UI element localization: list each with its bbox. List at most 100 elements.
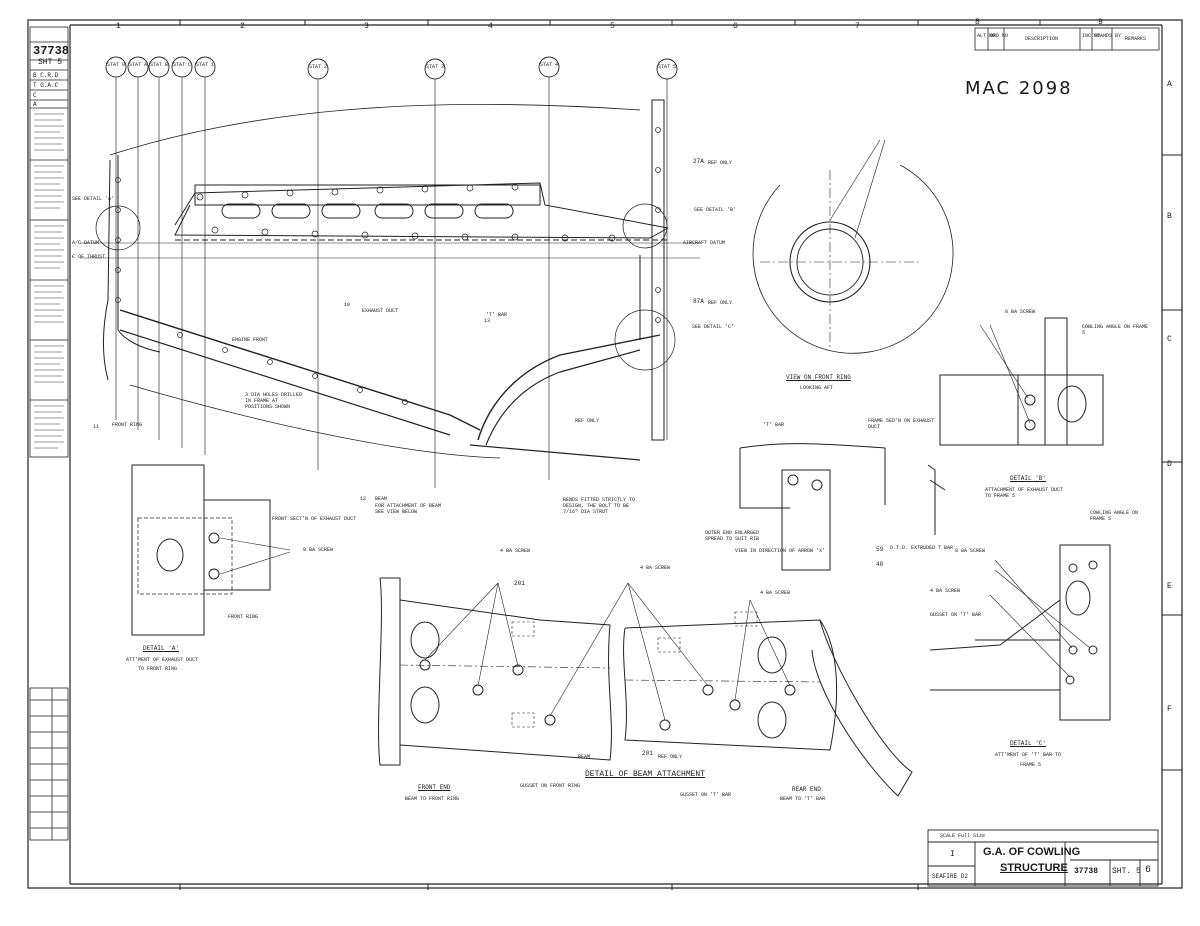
label-screw-c2: 4 BA SCREW (930, 588, 961, 594)
col-num-5: 5 (610, 22, 615, 31)
station-label-0: STAT 0 (107, 62, 126, 68)
title-block (927, 829, 1159, 887)
rev-header-desc: DESCRIPTION (1025, 36, 1059, 42)
col-num-4: 4 (488, 22, 493, 31)
label-gusset-front-ring: GUSSET ON FRONT RING (520, 783, 581, 789)
label-gusset-t-bar-2: GUSSET ON 'T' BAR (930, 612, 982, 618)
label-t-bar: 'T' BAR (486, 312, 508, 318)
rev-header-inc: INC NO (1082, 33, 1101, 39)
sheet-border (27, 19, 1183, 890)
station-label-b: STAT B (150, 62, 169, 68)
detail-c-drawing (929, 544, 1111, 721)
label-front-ring-2: FRONT RING (228, 614, 259, 620)
label-outer-end-note: OUTER END ENLARGED SPREAD TO SUIT RIB (705, 530, 760, 542)
label-detail-c-sub-1: ATT'MENT OF 'T' BAR TO (995, 752, 1062, 758)
title-sheet-total: 6 (1145, 865, 1152, 876)
label-detail-a: DETAIL 'A' (143, 645, 180, 652)
station-label-a: STAT A (129, 62, 148, 68)
front-ring-view (752, 139, 954, 354)
beam-attachment-drawing (378, 577, 913, 797)
rev-header-stands: STANDS BY (1094, 33, 1122, 39)
label-screw-c1: 8 BA SCREW (955, 548, 986, 554)
label-screw-beam-1: 4 BA SCREW (500, 548, 531, 554)
col-num-9: 9 (1098, 18, 1103, 27)
label-rear-end: REAR END (792, 786, 821, 793)
row-letter-b: B (1167, 212, 1172, 221)
label-ref-only-1: REF ONLY (708, 160, 733, 166)
col-num-3: 3 (364, 22, 369, 31)
col-num-6: 6 (733, 22, 738, 31)
arrow-x-view (739, 443, 946, 571)
label-gusset-t-bar: GUSSET ON 'T' BAR (680, 792, 732, 798)
row-letter-f: F (1167, 705, 1172, 714)
station-bubbles (105, 56, 678, 80)
label-ac-datum: A/C DATUM (72, 240, 100, 246)
station-label-5: STAT 5 (658, 64, 677, 70)
title-sheet: SHT. 5 (1112, 867, 1141, 876)
col-num-7: 7 (855, 22, 860, 31)
detail-a-drawing (131, 464, 291, 636)
label-screw-beam-2: 4 BA SCREW (640, 565, 671, 571)
left-block-sheet: SHT 5 (38, 58, 63, 67)
left-block-rev-3: C (33, 92, 37, 99)
left-revision-block (29, 26, 69, 841)
label-t-bar-2: 'T' BAR (763, 422, 785, 428)
bubble-201a: 201 (514, 580, 525, 587)
rev-header-remarks: REMARKS (1125, 36, 1147, 42)
label-holes-note: 3 DIA HOLES DRILLED IN FRAME AT POSITION… (245, 392, 303, 410)
rev-header-alt: ALT NO (977, 33, 996, 39)
label-screw-a: 8 BA SCREW (303, 547, 334, 553)
rev-header-ord: ORD NO (990, 33, 1009, 39)
label-of-thrust: Ꞓ OF THRUST (72, 254, 106, 260)
label-ref-only-2: REF ONLY (708, 300, 733, 306)
label-detail-b-sub: ATTACHMENT OF EXHAUST DUCT TO FRAME 5 (985, 487, 1064, 499)
col-num-8: 8 (975, 18, 980, 27)
row-letter-c: C (1167, 335, 1172, 344)
label-detail-b: DETAIL 'B' (1010, 475, 1047, 482)
label-beam-2: BEAM (578, 754, 591, 760)
label-see-detail-b: SEE DETAIL 'B' (694, 207, 737, 213)
bubble-see-sheet-13: 13 (484, 318, 491, 324)
title-issue: I (950, 850, 955, 859)
rivets (115, 127, 661, 405)
label-cowling-angle-1: COWLING ANGLE ON FRAME 5 (1082, 324, 1149, 336)
label-aircraft-datum: AIRCRAFT DATUM (683, 240, 726, 246)
station-label-c: STAT C (173, 62, 192, 68)
label-front-end: FRONT END (418, 784, 451, 791)
row-letter-e: E (1167, 582, 1172, 591)
row-letter-d: D (1167, 460, 1172, 469)
label-detail-beam: DETAIL OF BEAM ATTACHMENT (585, 770, 706, 779)
title-line-2: STRUCTURE (1000, 862, 1068, 874)
left-block-rev-4: A (33, 101, 37, 108)
bubble-201b: 201 (642, 750, 653, 757)
label-ref-only-4: REF ONLY (658, 754, 683, 760)
label-beam-note: FOR ATTACHMENT OF BEAM SEE VIEW BELOW (375, 503, 442, 515)
station-label-3: STAT 3 (426, 64, 445, 70)
label-screw-1: 8 BA SCREW (1005, 309, 1036, 315)
station-label-4: STAT 4 (540, 62, 559, 68)
label-looking-aft: LOOKING AFT (800, 385, 834, 391)
bubble-59: 59 (876, 546, 884, 553)
left-block-rev-1: B C.R.D (33, 72, 59, 79)
left-block-rev-2: T G.A.C (33, 82, 59, 89)
label-beam: BEAM (375, 496, 388, 502)
label-rear-end-sub: BEAM TO 'T' BAR (780, 796, 826, 802)
label-detail-a-sub-1: ATT'MENT OF EXHAUST DUCT (126, 657, 199, 663)
label-front-ring: FRONT RING (112, 422, 143, 428)
station-label-1: STAT 1 (196, 62, 215, 68)
bubble-see-sheet-10: 10 (344, 302, 351, 308)
cowling-elevation (80, 99, 700, 461)
label-detail-a-sub-2: TO FRONT RING (138, 666, 178, 672)
title-line-1: G.A. OF COWLING (983, 846, 1081, 858)
title-drawing-no: 37738 (1074, 867, 1099, 876)
left-notes-scribbles (34, 113, 64, 449)
label-view-on-front-ring: VIEW ON FRONT RING (786, 374, 851, 381)
col-num-2: 2 (240, 22, 245, 31)
bubble-see-sheet-12: 12 (360, 496, 367, 502)
label-see-detail-a: SEE DETAIL 'A' (72, 196, 115, 202)
label-detail-c: DETAIL 'C' (1010, 740, 1047, 747)
bubble-27a: 27A (693, 158, 704, 165)
bubble-see-sheet-11: 11 (93, 424, 100, 430)
drawing-number: MAC 2098 (965, 78, 1073, 99)
